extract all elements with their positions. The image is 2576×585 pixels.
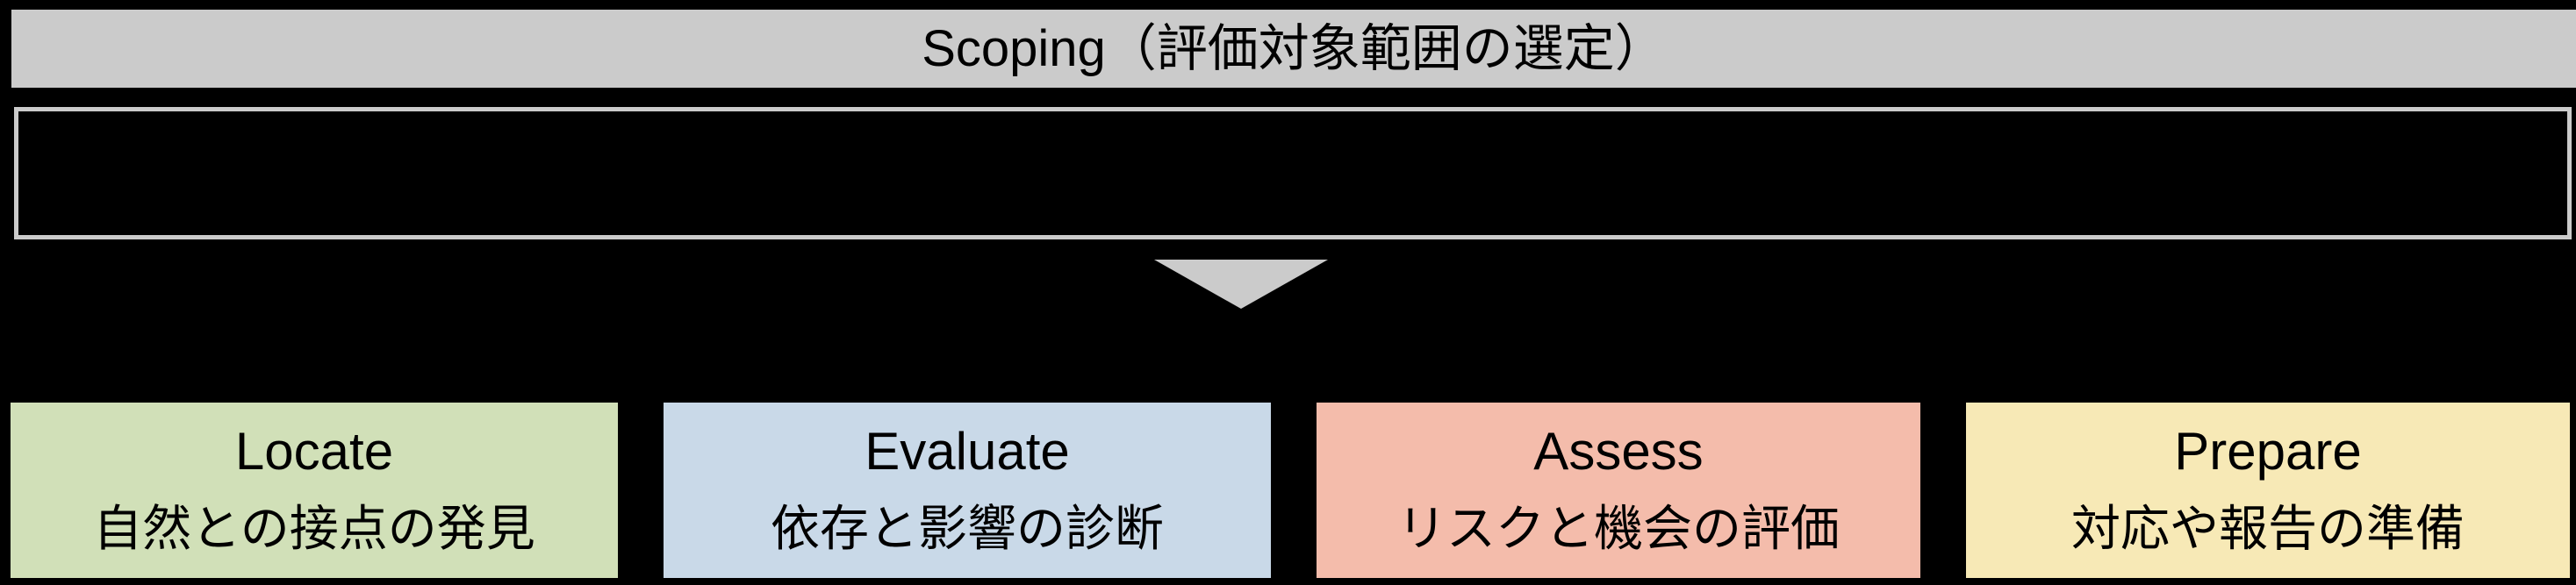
step-subtitle-locate: 自然との接点の発見 [93,501,535,556]
scoping-header-label: Scoping（評価対象範囲の選定） [922,19,1666,77]
scoping-header-bar: Scoping（評価対象範囲の選定） [11,10,2576,88]
step-subtitle-prepare: 対応や報告の準備 [2071,501,2465,556]
step-subtitle-evaluate: 依存と影響の診断 [771,501,1164,556]
redacted-content-box [14,107,2572,239]
step-subtitle-assess: リスクと機会の評価 [1397,501,1840,556]
step-box-prepare: Prepare 対応や報告の準備 [1966,403,2570,578]
step-box-assess: Assess リスクと機会の評価 [1317,403,1920,578]
step-title-prepare: Prepare [2174,422,2362,481]
step-box-locate: Locate 自然との接点の発見 [11,403,618,578]
step-box-evaluate: Evaluate 依存と影響の診断 [664,403,1271,578]
step-title-locate: Locate [234,422,394,481]
triangle-down-icon [1154,260,1328,309]
step-title-assess: Assess [1533,422,1704,481]
step-title-evaluate: Evaluate [865,422,1070,481]
